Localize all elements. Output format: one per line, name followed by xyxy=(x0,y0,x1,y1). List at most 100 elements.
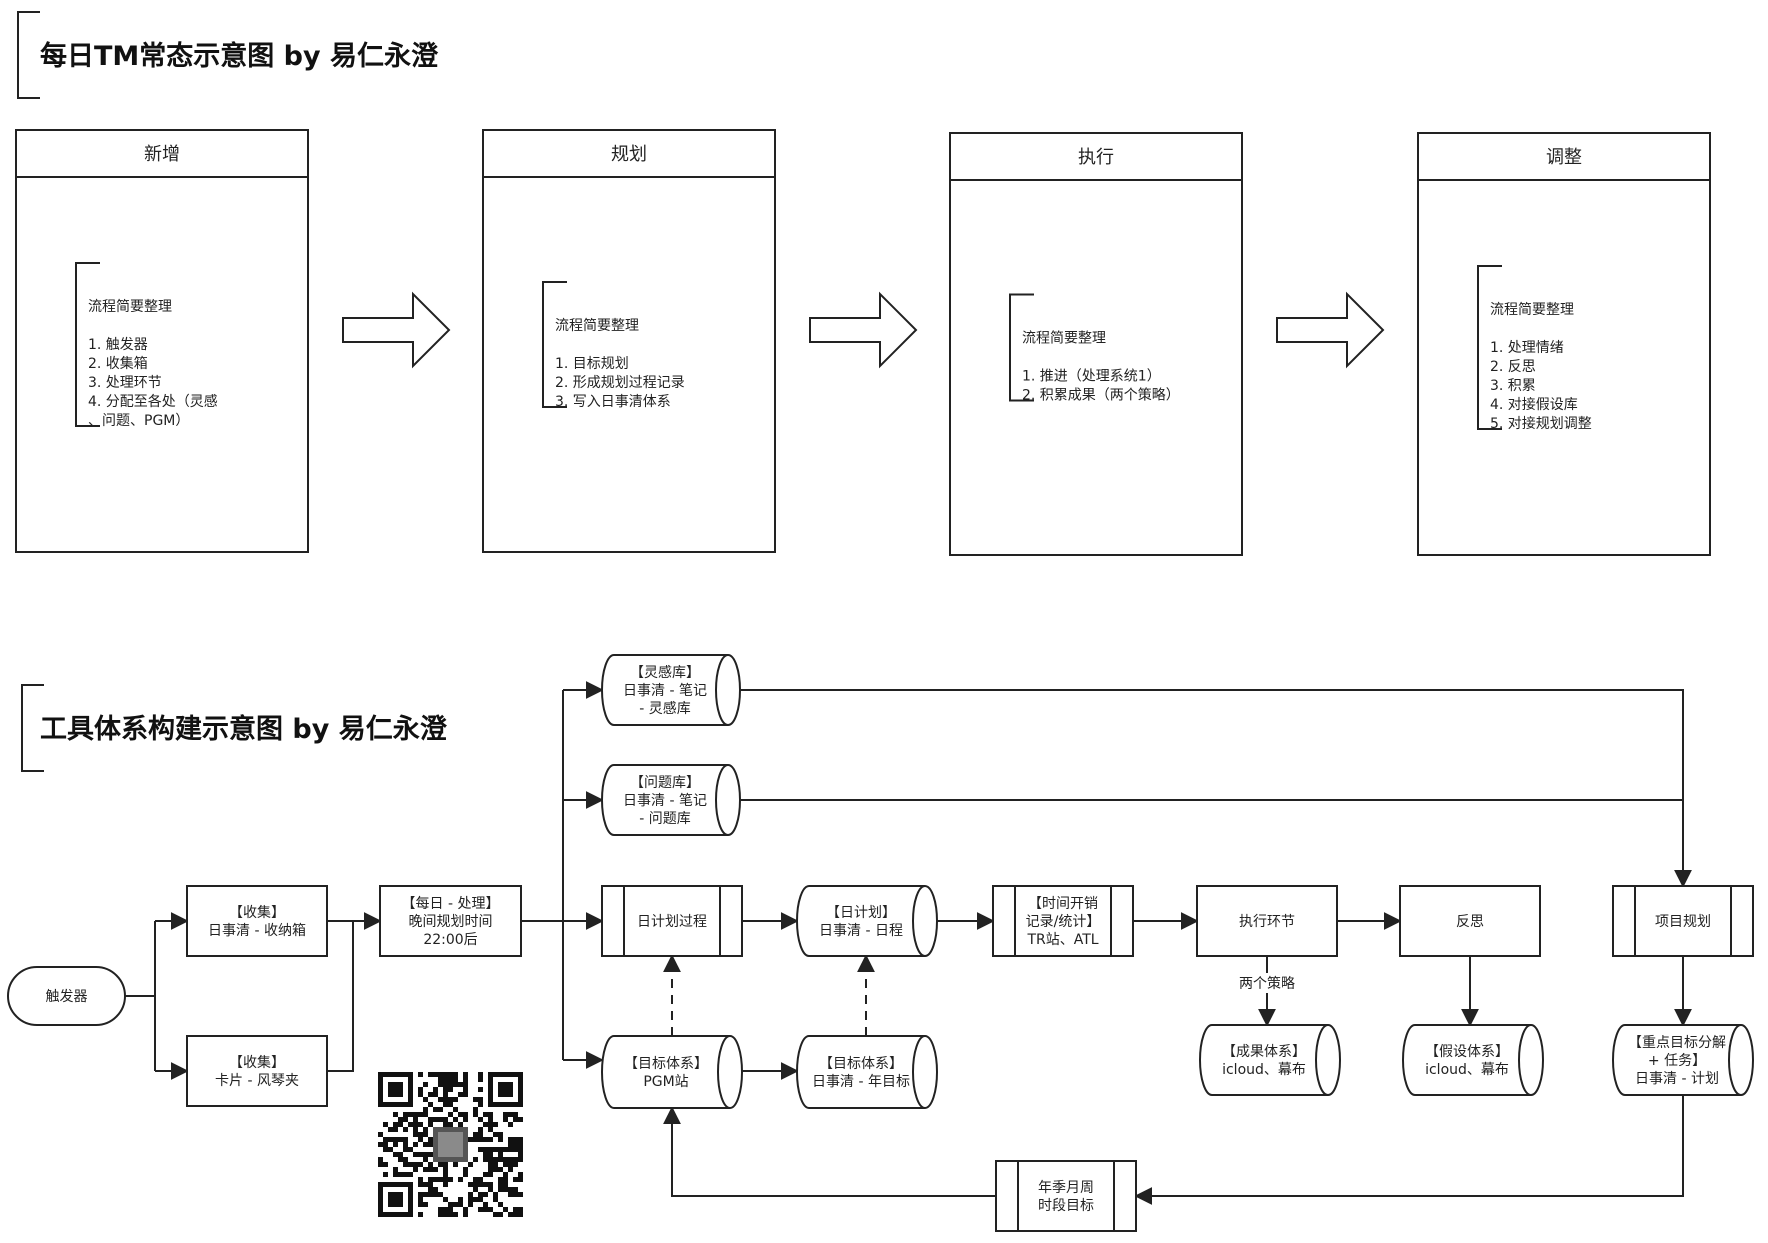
node-results-line: icloud、幕布 xyxy=(1222,1062,1306,1078)
node-shape xyxy=(1399,885,1541,957)
node-hypothesis-line: icloud、幕布 xyxy=(1425,1062,1509,1078)
stage-list-line: 1. 处理情绪 xyxy=(1490,340,1564,356)
stage-box xyxy=(15,129,309,553)
node-dayplan-line: 【日计划】 xyxy=(826,905,896,921)
node-timelog-line: 记录/统计】 xyxy=(1026,914,1101,930)
stage-list-line: 4. 对接假设库 xyxy=(1490,396,1578,413)
title-bracket-bottom xyxy=(21,684,44,772)
edge-period-goal1 xyxy=(663,1106,996,1197)
stage-title: 执行 xyxy=(1078,147,1114,168)
node-keygoal-line: 【重点目标分解 xyxy=(1628,1035,1726,1051)
node-dayplan: 【日计划】日事清 - 日程 xyxy=(796,885,938,957)
node-shape xyxy=(186,1035,328,1107)
node-inspiration-line: 【灵感库】 xyxy=(630,664,700,681)
stage-list-line: 流程简要整理 xyxy=(1022,330,1106,347)
stage-bracket xyxy=(1009,293,1034,402)
edge-keygoal-period xyxy=(1134,1095,1684,1205)
node-trigger-line: 触发器 xyxy=(46,989,88,1005)
stage-list-line: 、问题、PGM） xyxy=(88,413,189,429)
stage-list-line: 流程简要整理 xyxy=(88,298,172,315)
node-dayplan_proc-line: 日计划过程 xyxy=(637,914,707,930)
edges xyxy=(125,681,1692,1205)
node-project-line: 项目规划 xyxy=(1655,914,1711,930)
stage-list-line: 1. 推进（处理系统1） xyxy=(1022,369,1161,385)
node-inspiration: 【灵感库】日事清 - 笔记- 灵感库 xyxy=(601,654,741,726)
node-shape xyxy=(992,885,1134,957)
stage-list-line: 3. 写入日事清体系 xyxy=(555,394,671,410)
stage-list-line: 2. 收集箱 xyxy=(88,355,148,372)
node-project: 项目规划 xyxy=(1612,885,1754,957)
node-collect1: 【收集】日事清 - 收纳箱 xyxy=(186,885,328,957)
stage-box xyxy=(482,129,776,553)
node-hypothesis-line: 【假设体系】 xyxy=(1425,1044,1509,1060)
node-hypothesis: 【假设体系】 icloud、幕布 xyxy=(1402,1024,1544,1096)
title-bracket-top xyxy=(17,11,40,99)
edge-inspiration-project xyxy=(740,689,1684,800)
node-collect2-line: 卡片 - 风琴夹 xyxy=(215,1073,299,1089)
edge-label-bg xyxy=(1225,973,1309,993)
stage-list-line: 5. 对接规划调整 xyxy=(1490,415,1592,432)
node-issues-line: 日事清 - 笔记 xyxy=(623,793,707,809)
stage-list-line: 流程简要整理 xyxy=(1490,301,1574,318)
node-keygoal: 【重点目标分解 + 任务】日事清 - 计划 xyxy=(1612,1024,1754,1096)
node-shape xyxy=(1196,885,1338,957)
stage-list-line: 2. 形成规划过程记录 xyxy=(555,375,685,391)
stage-list-line: 1. 触发器 xyxy=(88,337,148,353)
edge-trigger-collect xyxy=(125,921,156,997)
node-issues-line: 【问题库】 xyxy=(630,775,700,791)
edge-label-strategies: 两个策略 xyxy=(1239,975,1295,992)
stage-title: 规划 xyxy=(611,144,647,165)
node-execute: 执行环节 xyxy=(1196,885,1338,957)
node-daily-line: 【每日 - 处理】 xyxy=(402,896,500,912)
qr-code-image xyxy=(378,1072,523,1217)
node-results-line: 【成果体系】 xyxy=(1222,1044,1306,1060)
node-collect1-line: 【收集】 xyxy=(229,904,285,921)
node-goal1: 【目标体系】PGM站 xyxy=(601,1035,743,1109)
node-dayplan-line: 日事清 - 日程 xyxy=(819,923,903,939)
node-shape xyxy=(7,966,126,1026)
stage-list-line: 4. 分配至各处（灵感 xyxy=(88,393,218,410)
node-issues-line: - 问题库 xyxy=(639,811,691,827)
node-collect2: 【收集】卡片 - 风琴夹 xyxy=(186,1035,328,1107)
node-period-line: 时段目标 xyxy=(1038,1198,1094,1214)
stage-arrow-icon xyxy=(809,291,918,369)
nodes: 触发器【收集】日事清 - 收纳箱【收集】卡片 - 风琴夹【每日 - 处理】晚间规… xyxy=(7,654,1754,1232)
node-daily-line: 晚间规划时间 xyxy=(409,914,493,930)
node-period-line: 年季月周 xyxy=(1038,1180,1094,1196)
node-goal1-line: PGM站 xyxy=(643,1074,688,1090)
node-shape xyxy=(601,885,743,957)
stage-list-line: 3. 处理环节 xyxy=(88,375,162,391)
node-goal2-line: 【目标体系】 xyxy=(819,1056,903,1072)
node-timelog-line: TR站、ATL xyxy=(1026,932,1098,948)
stage-box xyxy=(949,132,1243,556)
node-keygoal-line: 日事清 - 计划 xyxy=(1635,1071,1719,1087)
stage-bracket xyxy=(1477,265,1502,430)
node-issues: 【问题库】日事清 - 笔记 - 问题库 xyxy=(601,764,741,836)
node-daily-line: 22:00后 xyxy=(423,932,477,948)
stage-box xyxy=(1417,132,1711,556)
stage-bracket xyxy=(75,262,100,427)
node-daily: 【每日 - 处理】晚间规划时间 22:00后 xyxy=(379,885,522,957)
diagram-title-top: 每日TM常态示意图 by 易仁永澄 xyxy=(40,40,439,72)
node-reflect: 反思 xyxy=(1399,885,1541,957)
stage-list-line: 流程简要整理 xyxy=(555,317,639,334)
node-keygoal-line: + 任务】 xyxy=(1648,1053,1706,1069)
stage-list-line: 1. 目标规划 xyxy=(555,356,629,372)
node-reflect-line: 反思 xyxy=(1456,914,1484,930)
node-results: 【成果体系】 icloud、幕布 xyxy=(1199,1024,1341,1096)
node-collect2-line: 【收集】 xyxy=(229,1054,285,1071)
stage-list-line: 2. 积累成果（两个策略） xyxy=(1022,387,1180,404)
edge-issues-project xyxy=(740,799,1692,888)
node-dayplan_proc: 日计划过程 xyxy=(601,885,743,957)
node-goal2-line: 日事清 - 年目标 xyxy=(812,1074,910,1090)
stage-list-line: 3. 积累 xyxy=(1490,378,1536,394)
node-inspiration-line: - 灵感库 xyxy=(639,700,691,717)
node-shape xyxy=(379,885,522,957)
stage-bracket xyxy=(542,281,567,408)
node-execute-line: 执行环节 xyxy=(1239,914,1295,930)
